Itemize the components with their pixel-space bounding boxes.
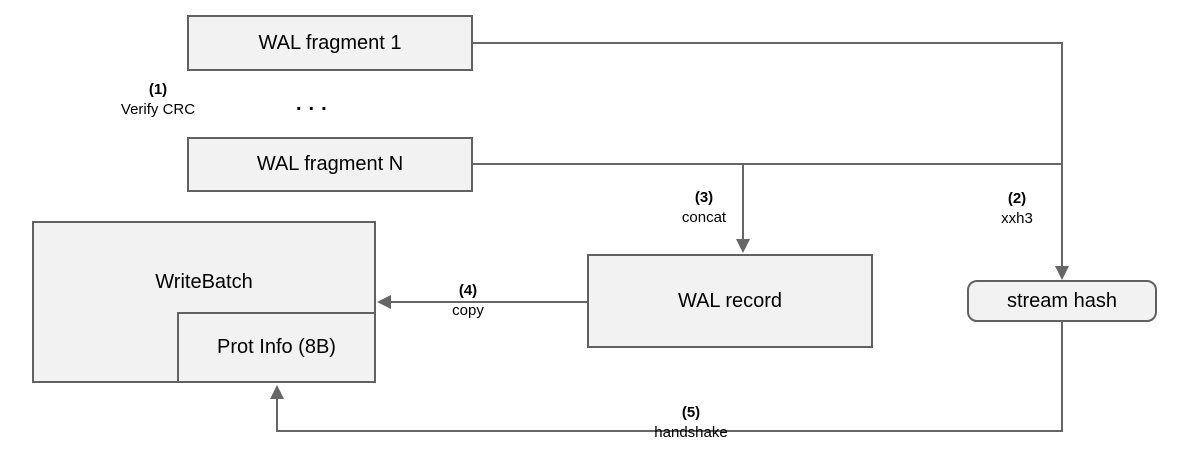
node-prot-info: Prot Info (8B) — [177, 312, 376, 383]
step-2-action: xxh3 — [1001, 210, 1033, 227]
arrowhead-into-prot-info — [270, 385, 284, 399]
edge-fragn-right — [473, 163, 1063, 165]
node-wal-fragment-n: WAL fragment N — [187, 137, 473, 192]
step-label-5: (5) handshake — [621, 403, 761, 443]
node-wal-record-label: WAL record — [677, 289, 783, 312]
step-label-2: (2) xxh3 — [947, 189, 1087, 229]
node-write-batch-label: WriteBatch — [155, 271, 253, 293]
edge-frag1-right — [473, 42, 1063, 44]
step-2-number: (2) — [1007, 190, 1027, 207]
node-stream-hash: stream hash — [967, 280, 1157, 322]
step-4-action: copy — [452, 302, 484, 319]
edge-concat-down — [742, 163, 744, 241]
edge-xxh3-down — [1061, 42, 1063, 268]
step-5-action: handshake — [654, 424, 728, 441]
edge-copy-left — [390, 301, 587, 303]
step-1-action: Verify CRC — [120, 101, 196, 118]
step-4-number: (4) — [458, 282, 478, 299]
edge-handshake-left — [276, 430, 1063, 432]
node-stream-hash-label: stream hash — [1006, 289, 1118, 312]
fragments-ellipsis: ... — [296, 93, 334, 115]
step-5-number: (5) — [681, 404, 701, 421]
node-wal-fragment-n-label: WAL fragment N — [256, 153, 404, 175]
step-label-4: (4) copy — [398, 281, 538, 321]
step-1-number: (1) — [148, 81, 168, 98]
step-3-action: concat — [681, 209, 727, 226]
arrowhead-into-writebatch — [377, 295, 391, 309]
step-label-1: (1) Verify CRC — [88, 80, 228, 120]
step-label-3: (3) concat — [634, 188, 774, 228]
node-prot-info-label: Prot Info (8B) — [217, 336, 336, 358]
edge-handshake-down — [1061, 322, 1063, 432]
node-wal-fragment-1-label: WAL fragment 1 — [258, 31, 402, 54]
node-wal-record: WAL record — [587, 254, 873, 348]
node-wal-fragment-1: WAL fragment 1 — [187, 15, 473, 71]
edge-handshake-up — [276, 399, 278, 431]
arrowhead-into-wal-record — [736, 239, 750, 253]
arrowhead-into-stream-hash — [1055, 266, 1069, 280]
step-3-number: (3) — [694, 189, 714, 206]
